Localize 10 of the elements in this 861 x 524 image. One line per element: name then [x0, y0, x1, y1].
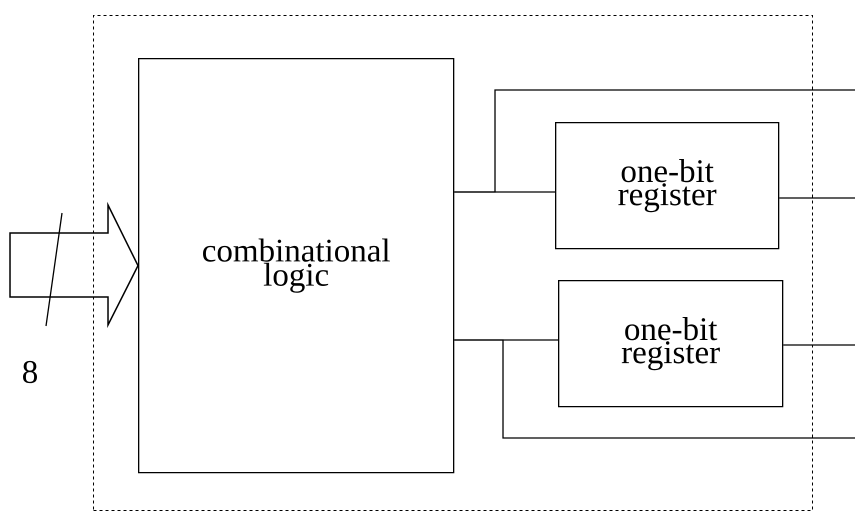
connector-line — [454, 89, 855, 193]
register-box: one-bit register — [558, 280, 784, 408]
register-box: one-bit register — [555, 122, 780, 250]
connector-line — [783, 344, 855, 346]
boundary-box — [93, 15, 813, 511]
block-arrow — [9, 202, 139, 328]
logic-box: combinational logic — [138, 58, 454, 474]
connector-line — [779, 197, 855, 199]
edge-label: 8 — [20, 360, 40, 384]
connector-line — [454, 339, 855, 439]
